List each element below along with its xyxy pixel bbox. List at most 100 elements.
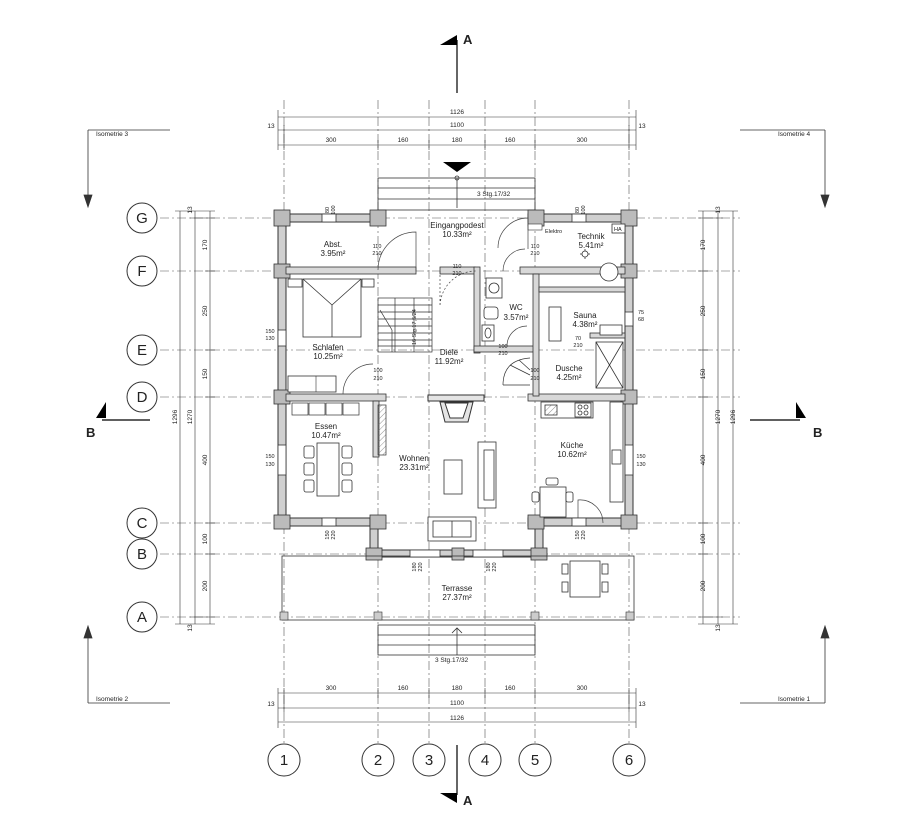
dim-top-inner: 1100 [450, 122, 464, 129]
dim-left-seg-6: 200 [202, 580, 209, 591]
sauna-bench [548, 306, 623, 342]
grid-label-e: E [137, 342, 147, 359]
dim-bottom-seg-5: 300 [577, 685, 588, 692]
grid-label-a: A [137, 609, 147, 626]
room-essen-area: 10.47m² [311, 431, 341, 440]
room-abst-name: Abst. [324, 240, 342, 249]
dim-bottom-overall: 1126 [450, 715, 464, 722]
entrance-stairs [377, 175, 536, 211]
window-schlafen-w: 150 [265, 329, 274, 335]
grid-label-g: G [136, 210, 148, 227]
kitchen-table [531, 477, 574, 518]
window-bottom-left-h: 220 [331, 530, 337, 539]
dim-bottom-seg-2: 160 [398, 685, 409, 692]
dim-bottom-inner: 1100 [450, 700, 464, 707]
section-mark-b-right: B [750, 402, 822, 440]
technik-equipment [580, 223, 626, 282]
windows [277, 213, 634, 558]
section-mark-b-left: B [86, 402, 150, 440]
interior-staircase [377, 297, 433, 353]
door-schlafen-h: 210 [373, 376, 382, 382]
wc-fixtures [481, 277, 503, 342]
isometrie-3-label: Isometrie 3 [96, 131, 129, 138]
door-abst-w: 110 [373, 244, 382, 250]
room-dusche-name: Dusche [555, 364, 583, 373]
grid-label-f: F [137, 263, 146, 280]
dim-top-seg-4: 160 [505, 137, 516, 144]
dim-left-seg-2: 250 [202, 305, 209, 316]
window-essen-w: 150 [265, 454, 274, 460]
room-kueche-name: Küche [561, 441, 584, 450]
room-kueche-area: 10.62m² [557, 450, 587, 459]
bed [287, 278, 375, 338]
isometrie-2-label: Isometrie 2 [96, 696, 129, 703]
opening-w100-top-right: 100 [581, 205, 587, 214]
room-wohnen-name: Wohnen [399, 454, 429, 463]
grid-label-5: 5 [531, 752, 539, 769]
dim-right-seg-1: 170 [700, 239, 707, 250]
room-terrasse-area: 27.37m² [442, 593, 472, 602]
section-mark-a-top: A [440, 32, 473, 93]
elektro-label: Elektro [545, 229, 562, 235]
grid-label-3: 3 [425, 752, 433, 769]
dim-bottom-edge-left: 13 [267, 701, 275, 708]
dim-right-seg-5: 100 [700, 533, 707, 544]
room-schlafen-area: 10.25m² [313, 352, 343, 361]
dim-left-edge-top: 13 [187, 206, 194, 214]
dim-left-inner: 1270 [187, 409, 194, 424]
room-essen-name: Essen [315, 422, 337, 431]
svg-text:B: B [813, 425, 822, 440]
door-diele-h: 210 [452, 271, 461, 277]
door-dusche-w: 100 [530, 368, 539, 374]
room-wc-area: 3.57m² [504, 313, 529, 322]
terrace-dining-table [561, 560, 609, 598]
window-essen-h: 130 [265, 462, 274, 468]
door-wc-h: 210 [498, 351, 507, 357]
window-wohnen-right-w: 180 [486, 562, 492, 571]
window-kueche-h: 130 [636, 462, 645, 468]
opening-w80-top-left: 80 [325, 207, 331, 213]
window-sauna-w: 75 [638, 310, 644, 316]
wardrobe [287, 375, 337, 393]
window-bottom-right-w: 150 [575, 530, 581, 539]
dim-left-seg-1: 170 [202, 239, 209, 250]
window-bottom-left-w: 150 [325, 530, 331, 539]
fireplace [427, 394, 485, 423]
dim-bottom-seg-4: 160 [505, 685, 516, 692]
dim-top-edge-right: 13 [638, 123, 646, 130]
door-schlafen-w: 100 [373, 368, 382, 374]
dim-top-seg-5: 300 [577, 137, 588, 144]
door-diele-w: 110 [453, 264, 462, 270]
window-wohnen-left-w: 180 [412, 562, 418, 571]
dim-right-inner: 1270 [715, 409, 722, 424]
winding-stairs [502, 357, 531, 386]
opening-w100-top-left: 100 [331, 205, 337, 214]
grid-label-c: C [137, 515, 148, 532]
stairs-bottom-label: 3 Stg.17/32 [435, 657, 469, 664]
door-swings [342, 217, 604, 524]
room-sauna-area: 4.38m² [573, 320, 598, 329]
room-diele-area: 11.92m² [435, 357, 464, 366]
door-sauna-w: 70 [575, 336, 581, 342]
door-sauna-h: 210 [573, 343, 582, 349]
svg-text:A: A [463, 793, 473, 808]
dim-right-edge-top: 13 [715, 206, 722, 214]
room-wc-name: WC [509, 303, 523, 312]
dim-right-seg-3: 150 [700, 368, 707, 379]
living-sofa-right [477, 441, 497, 509]
isometrie-1-label: Isometrie 1 [778, 696, 811, 703]
room-dusche-area: 4.25m² [557, 373, 582, 382]
dim-right-seg-6: 200 [700, 580, 707, 591]
room-terrasse-name: Terrasse [442, 584, 473, 593]
grid-label-4: 4 [481, 752, 489, 769]
room-eingangpodest-area: 10.33m² [442, 230, 472, 239]
grid-label-6: 6 [625, 752, 633, 769]
dim-bottom-seg-1: 300 [326, 685, 337, 692]
room-abst-area: 3.95m² [321, 249, 346, 258]
grid-label-1: 1 [280, 752, 288, 769]
living-sofa-bottom [427, 516, 477, 542]
svg-text:A: A [463, 32, 473, 47]
room-technik-area: 5.41m² [579, 241, 604, 250]
grid-label-b: B [137, 546, 147, 563]
grid-label-d: D [137, 389, 148, 406]
